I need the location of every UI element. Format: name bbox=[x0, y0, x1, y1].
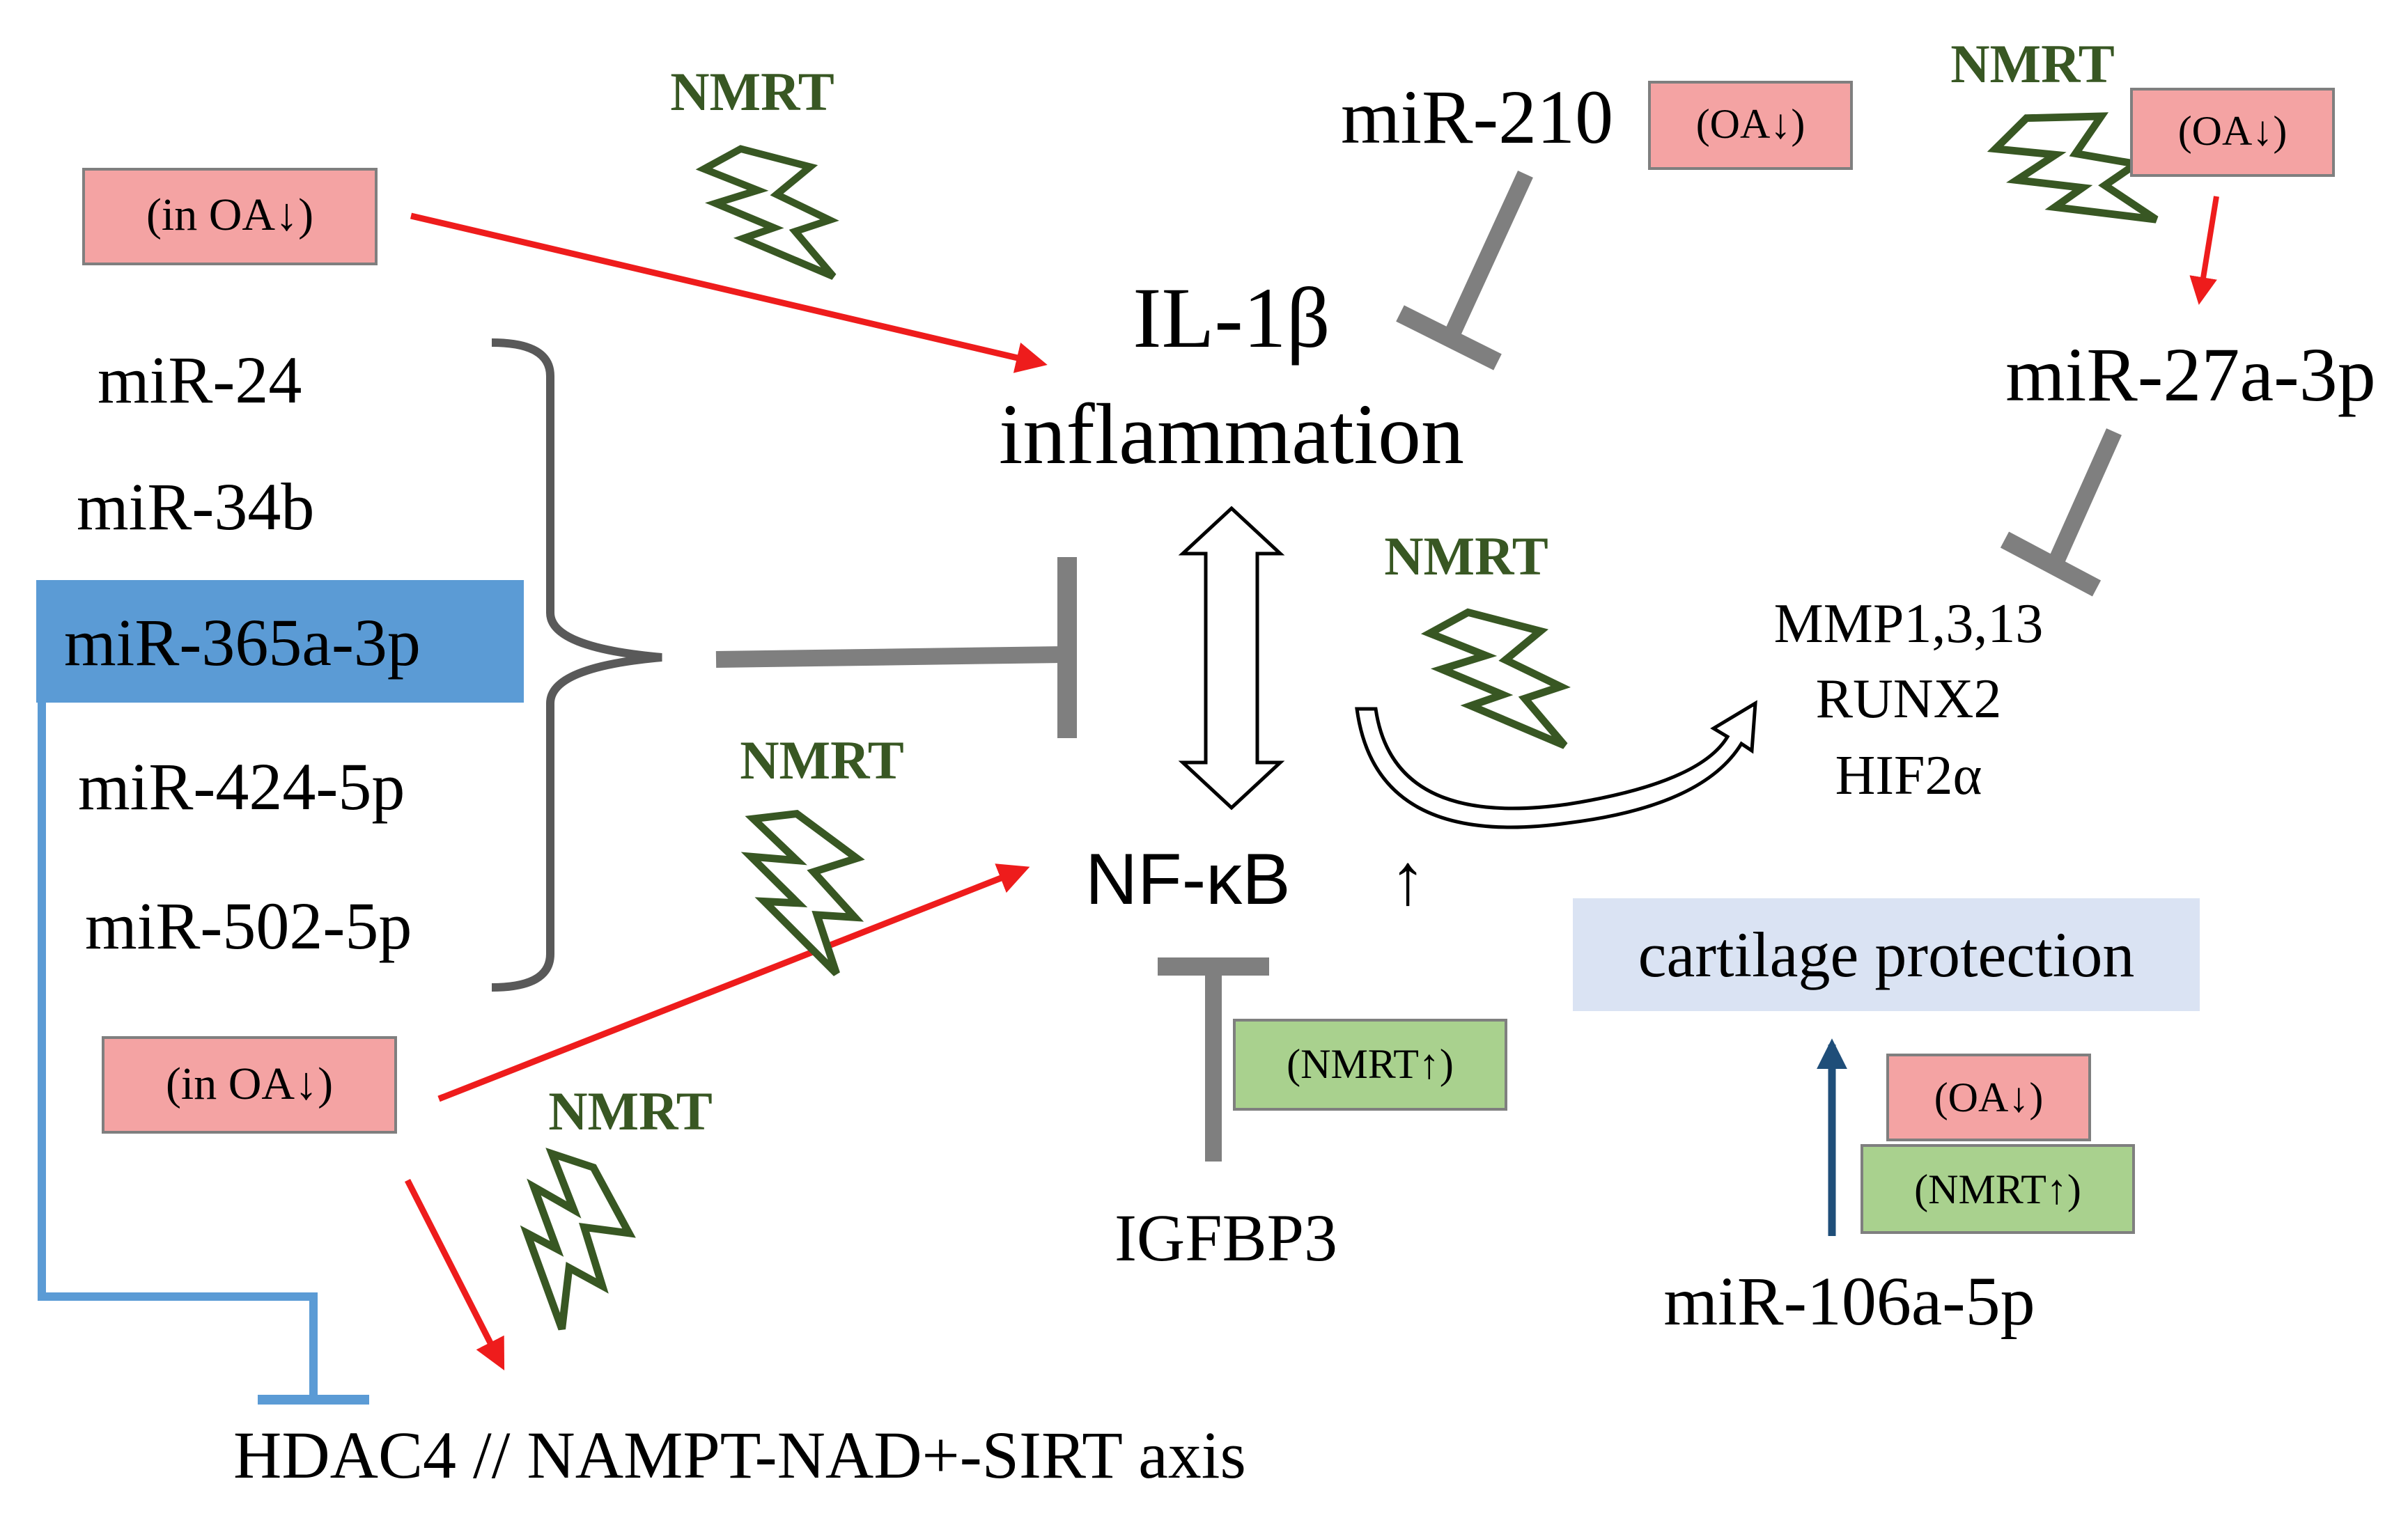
in-oa-label-top: (in OA↓) bbox=[146, 189, 313, 240]
inhibition-bar-mir27a bbox=[2000, 531, 2102, 597]
mir365a-inhibition-line bbox=[38, 703, 318, 1400]
activation-arrow-to-mir27a bbox=[2189, 196, 2219, 305]
target-gene: MMP1,3,13 bbox=[1774, 593, 2044, 655]
mirna-item: miR-34b bbox=[77, 469, 314, 544]
mir210-node: miR-210 bbox=[1341, 75, 1613, 159]
mirna-item: miR-502-5p bbox=[85, 889, 412, 963]
nmrt-label: NMRT bbox=[1384, 526, 1548, 586]
inhibition-bar-mir210 bbox=[1396, 305, 1502, 370]
in-oa-badge-top bbox=[82, 168, 378, 265]
nmrt-label-mir106a: (NMRT↑) bbox=[1914, 1166, 2081, 1212]
activation-arrow-to-il1b bbox=[410, 212, 1048, 373]
inflammation-node: inflammation bbox=[999, 386, 1464, 482]
oa-badge-mir106a bbox=[1886, 1054, 2091, 1141]
bidirectional-arrow-icon bbox=[1178, 506, 1285, 811]
nmrt-label-igfbp3: (NMRT↑) bbox=[1287, 1041, 1454, 1087]
nmrt-label: NMRT bbox=[548, 1081, 713, 1141]
target-gene: HIF2α bbox=[1835, 745, 1982, 806]
nmrt-badge-igfbp3 bbox=[1233, 1019, 1507, 1111]
inhibition-line-mir27a bbox=[2046, 428, 2122, 571]
curved-activation-arrow-icon bbox=[1355, 700, 1757, 829]
lightning-bolt-icon bbox=[473, 1143, 655, 1334]
il1b-node: IL-1β bbox=[1133, 270, 1330, 366]
inhibition-line-mirnas bbox=[715, 646, 1063, 668]
in-oa-label-bottom: (in OA↓) bbox=[166, 1058, 333, 1109]
mirna-bracket bbox=[491, 338, 662, 992]
target-gene: RUNX2 bbox=[1816, 668, 2002, 730]
oa-badge-mir27a bbox=[2130, 88, 2335, 177]
lightning-bolt-icon bbox=[729, 806, 871, 975]
in-oa-badge-bottom bbox=[102, 1036, 397, 1134]
mir27a-node: miR-27a-3p bbox=[2005, 332, 2376, 417]
mir106a-node: miR-106a-5p bbox=[1663, 1262, 2035, 1340]
cartilage-protection-box bbox=[1573, 898, 2200, 1011]
lightning-bolt-icon bbox=[701, 134, 841, 298]
mirna-item: miR-24 bbox=[98, 343, 302, 417]
mir365a-highlight-box bbox=[36, 580, 524, 703]
nmrt-label: NMRT bbox=[670, 61, 834, 122]
oa-badge-mir210 bbox=[1648, 81, 1853, 170]
mirna-item: miR-365a-3p bbox=[64, 605, 421, 680]
activation-arrow-to-hdac4 bbox=[404, 1178, 505, 1371]
nmrt-label: NMRT bbox=[1950, 33, 2115, 94]
activation-arrow-to-nfkb bbox=[437, 863, 1030, 1102]
oa-label-mir27a: (OA↓) bbox=[2178, 108, 2287, 154]
nmrt-label: NMRT bbox=[740, 730, 904, 790]
oa-label-mir210: (OA↓) bbox=[1696, 101, 1805, 147]
hdac4-axis-node: HDAC4 // NAMPT-NAD+-SIRT axis bbox=[233, 1418, 1246, 1492]
nmrt-badge-mir106a bbox=[1861, 1144, 2135, 1234]
nfkb-node: NF-κB bbox=[1085, 839, 1291, 920]
igfbp3-node: IGFBP3 bbox=[1114, 1201, 1337, 1275]
oa-label-mir106a: (OA↓) bbox=[1934, 1074, 2044, 1120]
mirna-item: miR-424-5p bbox=[78, 749, 405, 824]
nfkb-increase-icon: ↑ bbox=[1390, 839, 1426, 920]
cartilage-protection-label: cartilage protection bbox=[1638, 919, 2135, 990]
inhibition-line-mir210 bbox=[1441, 171, 1533, 345]
lightning-bolt-icon bbox=[1427, 597, 1573, 768]
